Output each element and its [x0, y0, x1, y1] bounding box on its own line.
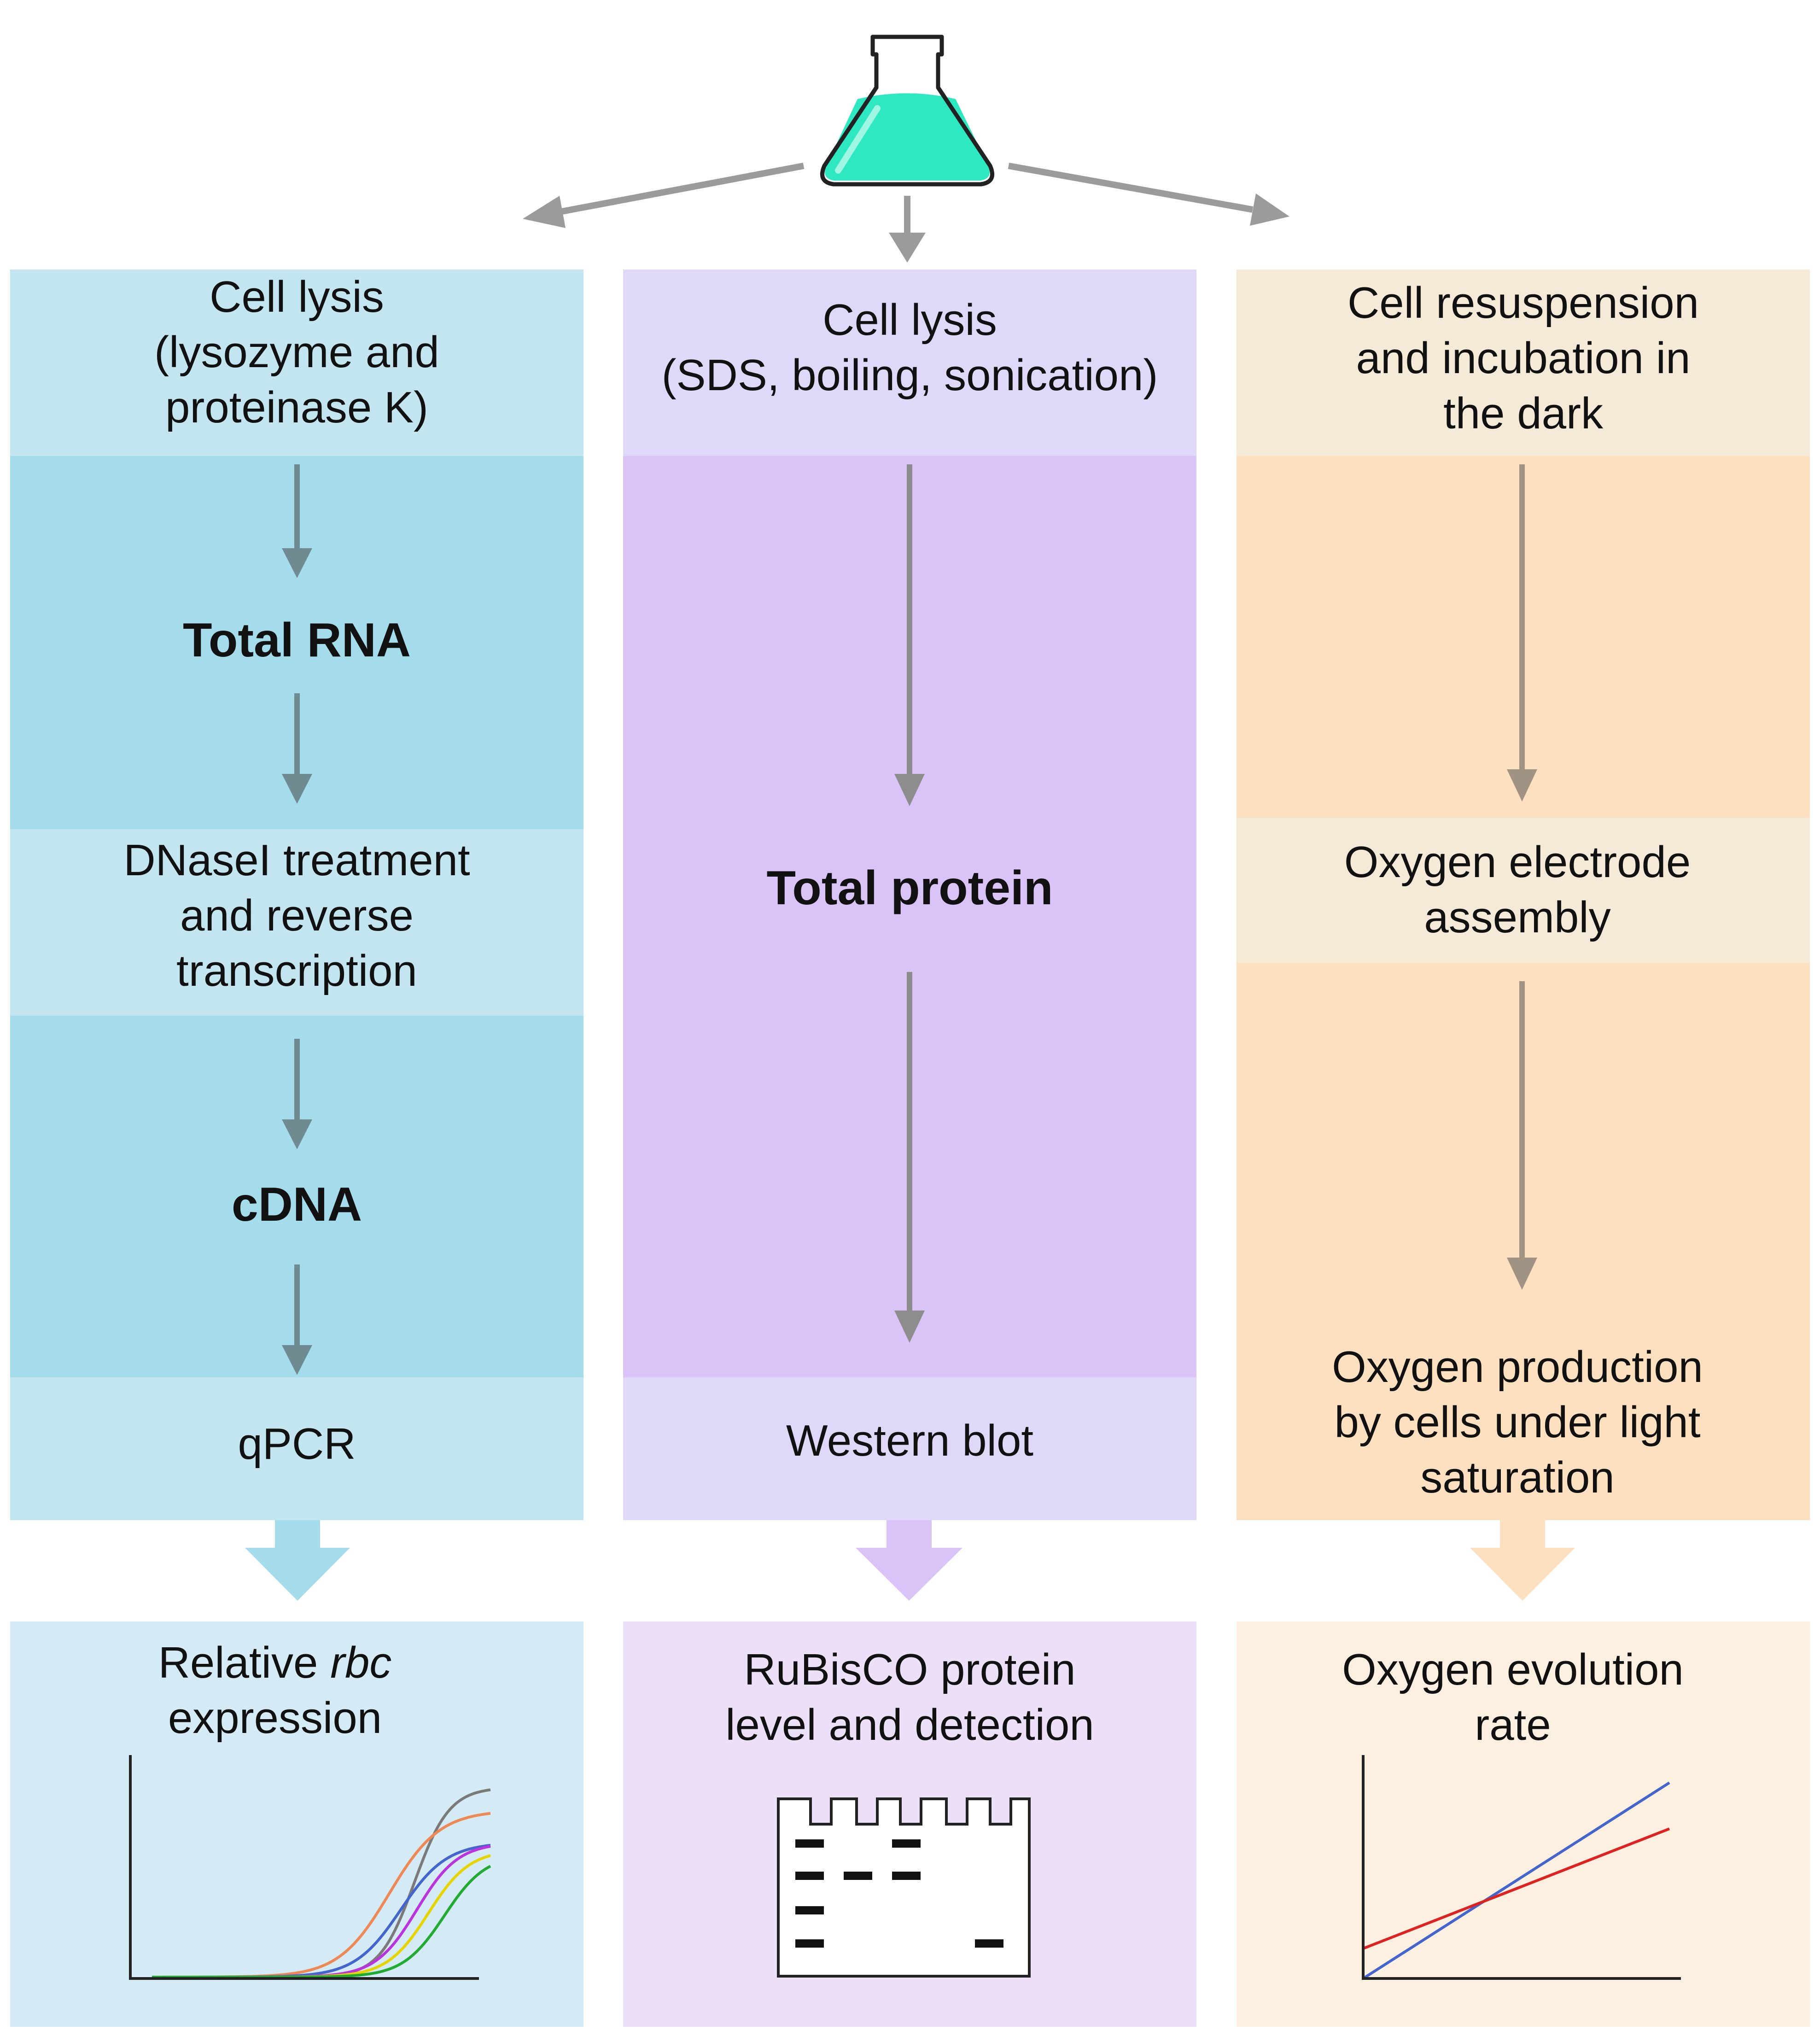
oxygen-rate-line-red: [1362, 1827, 1670, 1950]
gel-band: [795, 1872, 824, 1880]
flask-icon: [820, 35, 994, 187]
oxygen-electrode-panel: [1237, 818, 1810, 963]
gel-band: [892, 1872, 921, 1880]
gel-band: [892, 1839, 921, 1848]
rna-lysis-panel: [10, 269, 583, 456]
protein-western-panel: [623, 1377, 1196, 1520]
protein-lysis-label: Cell lysis (SDS, boiling, sonication): [661, 295, 1158, 400]
top-arrows: [523, 163, 1289, 263]
western-blot-gel-icon: [777, 1797, 1031, 1978]
qpcr-label: qPCR: [238, 1419, 356, 1469]
protein-result-label: RuBisCO protein level and detection: [725, 1645, 1094, 1750]
gel-band: [795, 1939, 824, 1948]
rna-lysis-label: Cell lysis (lysozyme and proteinase K): [154, 272, 439, 432]
oxygen-resuspension-panel: [1237, 269, 1810, 456]
rna-qpcr-panel: [10, 1377, 583, 1520]
oxygen-rate-line-blue: [1362, 1781, 1670, 1980]
gel-band: [975, 1939, 1003, 1948]
qpcr-amplification-curves-icon: [129, 1755, 491, 1980]
protein-lysis-panel: [623, 269, 1196, 456]
rna-dnase-panel: [10, 829, 583, 1016]
gel-band: [795, 1906, 824, 1914]
oxygen-rate-lines-icon: [1362, 1755, 1681, 1980]
western-blot-label: Western blot: [786, 1416, 1034, 1465]
gel-band: [844, 1872, 872, 1880]
total-rna-label: Total RNA: [183, 614, 411, 667]
total-protein-label: Total protein: [766, 861, 1053, 915]
rna-arrows: [282, 464, 312, 1375]
resuspension-label: Cell resuspension and incubation in the …: [1347, 278, 1699, 438]
cdna-label: cDNA: [231, 1178, 362, 1231]
rna-result-label: Relative rbc expression: [158, 1638, 392, 1743]
electrode-label: Oxygen electrode assembly: [1344, 837, 1691, 942]
oxygen-arrows: [1507, 464, 1537, 1290]
rna-result-panel: [10, 1621, 583, 2027]
result-arrows: [245, 1520, 1575, 1601]
oxygen-result-label: Oxygen evolution rate: [1342, 1645, 1684, 1750]
dnase-label: DNaseI treatment and reverse transcripti…: [123, 836, 470, 995]
oxygen-result-panel: [1237, 1621, 1810, 2027]
gel-band: [795, 1839, 824, 1848]
production-label: Oxygen production by cells under light s…: [1332, 1342, 1703, 1502]
protein-arrows: [894, 464, 925, 1343]
